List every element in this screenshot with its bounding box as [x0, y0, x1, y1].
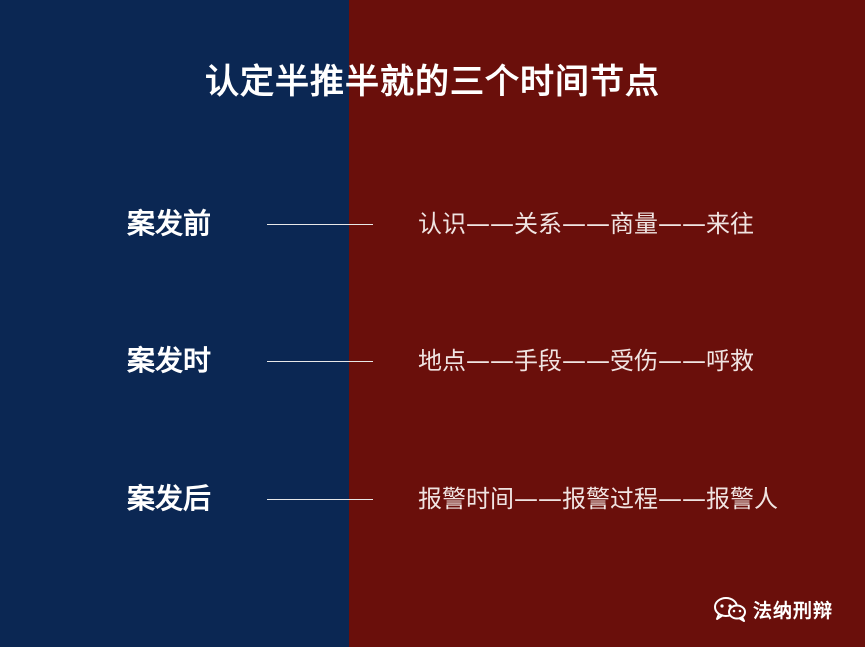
slide-title: 认定半推半就的三个时间节点: [205, 62, 660, 102]
item-separator: ——: [658, 347, 706, 375]
row-label: 案发后: [127, 482, 212, 515]
timeline-row-after: 案发后 报警时间——报警过程——报警人: [0, 479, 865, 519]
item-separator: ——: [466, 347, 514, 375]
row-connector-line: [267, 361, 373, 362]
watermark: 法纳刑辩: [713, 594, 833, 624]
timeline-item: 报警过程: [562, 485, 658, 513]
item-separator: ——: [658, 210, 706, 238]
timeline-item: 报警时间: [418, 485, 514, 513]
timeline-item: 认识: [418, 210, 466, 238]
item-separator: ——: [658, 485, 706, 513]
item-separator: ——: [466, 210, 514, 238]
timeline-item: 受伤: [610, 347, 658, 375]
row-items: 地点——手段——受伤——呼救: [418, 341, 754, 381]
row-label: 案发时: [127, 344, 212, 377]
row-connector-line: [267, 499, 373, 500]
left-panel: [0, 0, 349, 647]
row-connector-line: [267, 224, 373, 225]
timeline-row-during: 案发时 地点——手段——受伤——呼救: [0, 341, 865, 381]
watermark-text: 法纳刑辩: [753, 599, 834, 622]
row-items: 认识——关系——商量——来往: [418, 204, 754, 244]
row-items: 报警时间——报警过程——报警人: [418, 479, 778, 519]
timeline-item: 呼救: [706, 347, 754, 375]
timeline-item: 关系: [514, 210, 562, 238]
timeline-item: 手段: [514, 347, 562, 375]
timeline-row-before: 案发前 认识——关系——商量——来往: [0, 204, 865, 244]
item-separator: ——: [562, 347, 610, 375]
wechat-icon: [714, 597, 746, 622]
timeline-item: 地点: [418, 347, 466, 375]
timeline-item: 报警人: [706, 485, 778, 513]
timeline-item: 商量: [610, 210, 658, 238]
item-separator: ——: [562, 210, 610, 238]
item-separator: ——: [514, 485, 562, 513]
timeline-item: 来往: [706, 210, 754, 238]
row-label: 案发前: [127, 207, 212, 240]
right-panel: [349, 0, 865, 647]
